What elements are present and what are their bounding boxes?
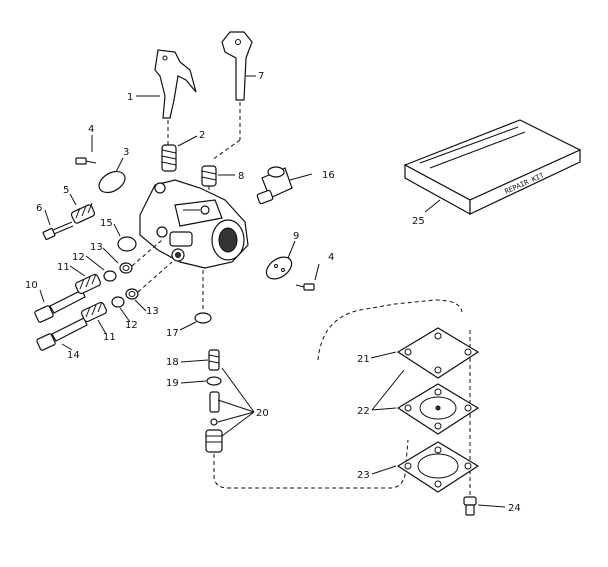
spring-2	[161, 144, 177, 172]
fuel-inlet-fitting	[256, 166, 293, 205]
diaphragm-22	[396, 383, 480, 435]
label-5: 5	[63, 185, 69, 196]
label-17: 17	[166, 328, 179, 339]
label-22: 22	[357, 406, 370, 417]
cover-23	[396, 441, 480, 493]
welch-plug-15	[117, 236, 137, 252]
label-20: 20	[256, 408, 269, 419]
needle-screw-14	[36, 317, 88, 351]
label-15: 15	[100, 218, 113, 229]
washer-19	[206, 376, 222, 386]
washer-13-lower	[125, 288, 139, 300]
label-10: 10	[25, 280, 38, 291]
washer-12-upper	[103, 270, 117, 282]
label-8: 8	[238, 171, 244, 182]
washer-13-upper	[119, 262, 133, 274]
label-13-upper: 13	[90, 242, 103, 253]
spring-5	[70, 202, 96, 224]
inlet-needle-20	[205, 391, 223, 453]
label-2: 2	[199, 130, 205, 141]
label-9: 9	[293, 231, 299, 242]
throttle-plate-9	[265, 256, 293, 280]
gasket-21	[396, 327, 480, 379]
choke-plate-3	[98, 170, 126, 194]
label-21: 21	[357, 354, 370, 365]
label-25: 25	[412, 216, 425, 227]
label-14: 14	[67, 350, 80, 361]
needle-screw-10	[34, 289, 86, 323]
inlet-spring-18	[208, 349, 220, 371]
washer-12-lower	[111, 296, 125, 308]
label-7: 7	[258, 71, 264, 82]
label-13-lower: 13	[146, 306, 159, 317]
label-12-lower: 12	[125, 320, 138, 331]
gasket-17	[194, 270, 212, 324]
spring-8	[201, 165, 217, 205]
label-24: 24	[508, 503, 521, 514]
label-16: 16	[322, 170, 335, 181]
spring-11-upper	[74, 273, 102, 295]
label-3: 3	[123, 147, 129, 158]
label-4-upper: 4	[88, 124, 94, 135]
screw-24	[463, 496, 477, 516]
screw-4-upper	[75, 157, 97, 165]
label-19: 19	[166, 378, 179, 389]
label-23: 23	[357, 470, 370, 481]
label-6: 6	[36, 203, 42, 214]
leader-lines	[39, 75, 506, 508]
spring-11-lower	[80, 301, 108, 323]
screw-4-lower	[295, 283, 315, 291]
label-11-lower: 11	[103, 332, 116, 343]
fuel-path-line	[213, 439, 409, 489]
label-11-upper: 11	[57, 262, 70, 273]
label-18: 18	[166, 357, 179, 368]
label-1: 1	[127, 92, 133, 103]
throttle-lever	[154, 49, 197, 145]
choke-lever	[211, 31, 253, 161]
screw-6	[42, 221, 74, 241]
carburetor-body	[139, 179, 249, 269]
repair-kit-box: REPAIR KIT	[403, 119, 582, 216]
label-4-lower: 4	[328, 252, 334, 263]
label-12-upper: 12	[72, 252, 85, 263]
